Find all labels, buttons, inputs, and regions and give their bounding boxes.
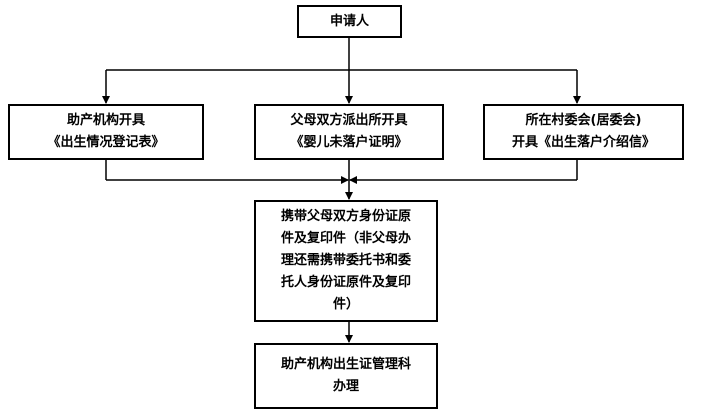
hospital-line-1: 助产机构开具 (66, 113, 145, 128)
processing-line-1: 助产机构出生证管理科 (280, 357, 411, 372)
processing-office-box: 助产机构出生证管理科 办理 (254, 343, 438, 409)
village-line-1: 所在村委会(居委会) (525, 113, 642, 128)
documents-line-4: 托人身份证原件及复印 (280, 275, 411, 290)
village-committee-box: 所在村委会(居委会) 开具《出生落户介绍信》 (483, 104, 684, 160)
police-line-1: 父母双方派出所开具 (290, 113, 408, 128)
applicant-label: 申请人 (329, 13, 369, 29)
police-certificate-box: 父母双方派出所开具 《婴儿未落户证明》 (254, 104, 444, 160)
processing-line-2: 办理 (332, 379, 359, 394)
hospital-certificate-box: 助产机构开具 《出生情况登记表》 (8, 104, 204, 160)
documents-line-3: 理还需携带委托书和委 (280, 253, 411, 268)
required-documents-box: 携带父母双方身份证原 件及复印件（非父母办 理还需携带委托书和委 托人身份证原件… (254, 200, 438, 322)
hospital-line-2: 《出生情况登记表》 (47, 135, 165, 150)
documents-line-5: 件） (332, 297, 359, 312)
police-line-2: 《婴儿未落户证明》 (290, 135, 408, 150)
documents-line-2: 件及复印件（非父母办 (280, 231, 411, 246)
documents-line-1: 携带父母双方身份证原 (280, 209, 411, 224)
applicant-box: 申请人 (297, 5, 402, 38)
village-line-2: 开具《出生落户介绍信》 (511, 135, 655, 150)
